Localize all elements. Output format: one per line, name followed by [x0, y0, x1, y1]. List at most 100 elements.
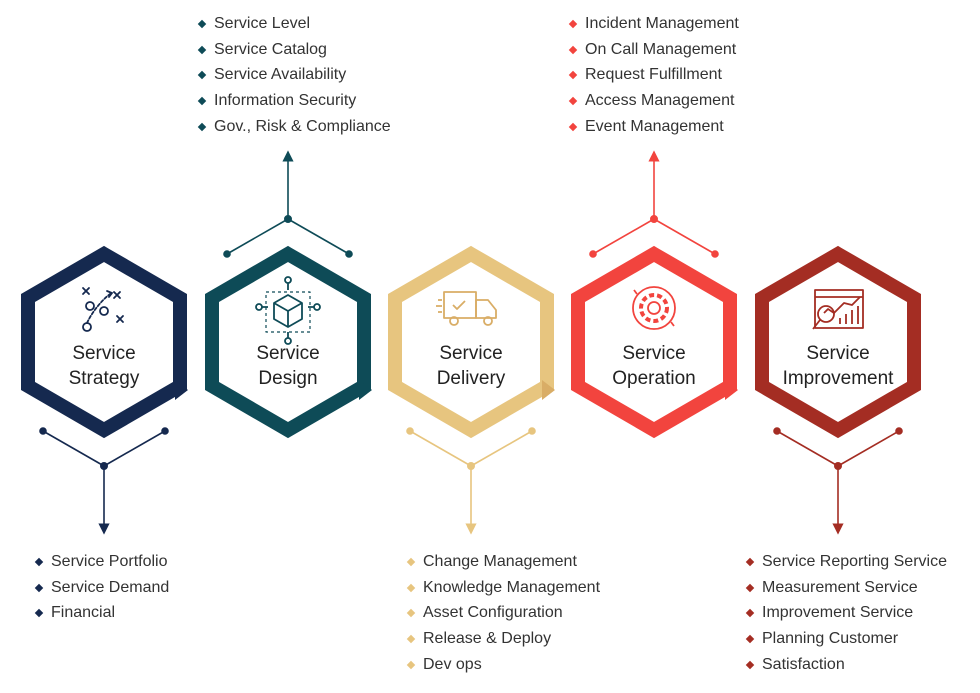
- diamond-bullet-icon: [568, 19, 578, 29]
- list-item-label: Service Catalog: [214, 40, 327, 58]
- stage-title-strategy-line1: Service: [72, 343, 135, 364]
- arrow-tip-design: [359, 380, 372, 400]
- list-item-label: On Call Management: [585, 40, 737, 58]
- diamond-bullet-icon: [568, 71, 578, 80]
- list-item: Improvement Service: [744, 601, 947, 627]
- list-item: Financial: [33, 601, 169, 627]
- list-item-label: Dev ops: [423, 656, 482, 674]
- hexagon-strategy: [21, 245, 187, 439]
- stage-title-design-line1: Service: [256, 343, 319, 364]
- list-item: Request Fulfillment: [567, 63, 739, 89]
- stage-title-strategy-line2: Strategy: [69, 368, 140, 389]
- diamond-bullet-icon: [568, 97, 578, 106]
- diamond-bullet-icon: [406, 609, 416, 618]
- connector-operation: [589, 150, 719, 258]
- connector-delivery: [406, 427, 536, 535]
- list-item: Knowledge Management: [405, 575, 600, 601]
- list-item-label: Service Reporting Service: [762, 552, 947, 570]
- list-item: Dev ops: [405, 652, 600, 678]
- list-item-label: Service Availability: [214, 66, 347, 84]
- list-item-label: Planning Customer: [762, 630, 899, 648]
- stage-title-operation-line1: Service: [622, 343, 685, 364]
- diamond-bullet-icon: [406, 557, 416, 567]
- diamond-bullet-icon: [34, 557, 44, 567]
- list-item-label: Change Management: [423, 552, 577, 570]
- stage-title-improvement-line2: Improvement: [783, 368, 895, 389]
- delivery-list: Change Management Knowledge Management A…: [405, 549, 600, 678]
- list-item-label: Event Management: [585, 118, 724, 136]
- list-item-label: Improvement Service: [762, 604, 914, 622]
- list-item: Change Management: [405, 549, 600, 575]
- diamond-bullet-icon: [568, 122, 578, 132]
- stage-improvement: Service Improvement: [755, 245, 921, 535]
- list-item-label: Financial: [51, 604, 116, 622]
- list-item: Service Reporting Service: [744, 549, 947, 575]
- stage-delivery: Service Delivery: [388, 245, 555, 535]
- list-item-label: Measurement Service: [762, 578, 918, 596]
- stage-title-improvement-line1: Service: [806, 343, 869, 364]
- list-item-label: Information Security: [214, 92, 357, 110]
- operation-list: Incident Management On Call Management R…: [567, 11, 739, 140]
- diamond-bullet-icon: [406, 635, 416, 644]
- list-item-label: Access Management: [585, 92, 735, 110]
- list-item: Release & Deploy: [405, 626, 600, 652]
- list-item-label: Gov., Risk & Compliance: [214, 118, 391, 136]
- connector-design: [223, 150, 353, 258]
- list-item: Service Availability: [196, 63, 391, 89]
- list-item-label: Knowledge Management: [423, 578, 601, 596]
- list-item: Asset Configuration: [405, 601, 600, 627]
- list-item: Service Demand: [33, 575, 169, 601]
- diamond-bullet-icon: [406, 660, 416, 670]
- diamond-bullet-icon: [34, 609, 44, 618]
- list-item: On Call Management: [567, 37, 739, 63]
- stage-title-design-line2: Design: [258, 368, 317, 389]
- diamond-bullet-icon: [745, 660, 755, 670]
- diamond-bullet-icon: [406, 583, 416, 592]
- list-item: Event Management: [567, 114, 739, 140]
- list-item-label: Service Demand: [51, 578, 170, 596]
- connector-strategy: [39, 427, 169, 535]
- stage-design: Service Design: [205, 150, 372, 439]
- diamond-bullet-icon: [197, 19, 207, 29]
- list-item: Service Catalog: [196, 37, 391, 63]
- diamond-bullet-icon: [745, 609, 755, 618]
- list-item-label: Release & Deploy: [423, 630, 552, 648]
- diamond-bullet-icon: [34, 583, 44, 592]
- improvement-list: Service Reporting Service Measurement Se…: [744, 549, 947, 678]
- hexagon-delivery: [388, 245, 554, 439]
- list-item: Satisfaction: [744, 652, 947, 678]
- diamond-bullet-icon: [197, 45, 207, 54]
- diamond-bullet-icon: [568, 45, 578, 54]
- stage-title-delivery-line2: Delivery: [437, 368, 506, 389]
- arrow-tip-operation: [725, 380, 738, 400]
- analytics-chart-icon: [812, 289, 864, 330]
- stage-strategy: Service Strategy: [21, 245, 188, 535]
- gear-icon: [632, 286, 676, 330]
- diamond-bullet-icon: [745, 583, 755, 592]
- diamond-bullet-icon: [197, 97, 207, 106]
- arrow-tip-strategy: [175, 380, 188, 400]
- list-item-label: Service Portfolio: [51, 552, 168, 570]
- cube-design-icon: [255, 276, 321, 345]
- hexagon-improvement: [755, 245, 921, 439]
- list-item: Service Level: [196, 11, 391, 37]
- hexagon-design: [205, 245, 371, 439]
- list-item-label: Satisfaction: [762, 656, 845, 674]
- diamond-bullet-icon: [197, 122, 207, 132]
- strategy-list: Service Portfolio Service Demand Financi…: [33, 549, 169, 626]
- list-item: Planning Customer: [744, 626, 947, 652]
- strategy-play-icon: [82, 287, 124, 332]
- arrow-tip-delivery: [542, 380, 555, 400]
- list-item: Information Security: [196, 88, 391, 114]
- hexagon-operation: [571, 245, 737, 439]
- diamond-bullet-icon: [745, 557, 755, 567]
- list-item: Service Portfolio: [33, 549, 169, 575]
- diamond-bullet-icon: [197, 71, 207, 80]
- stage-operation: Service Operation: [571, 150, 738, 439]
- list-item: Measurement Service: [744, 575, 947, 601]
- list-item-label: Incident Management: [585, 14, 739, 32]
- list-item: Gov., Risk & Compliance: [196, 114, 391, 140]
- stage-title-operation-line2: Operation: [612, 368, 695, 389]
- list-item-label: Asset Configuration: [423, 604, 563, 622]
